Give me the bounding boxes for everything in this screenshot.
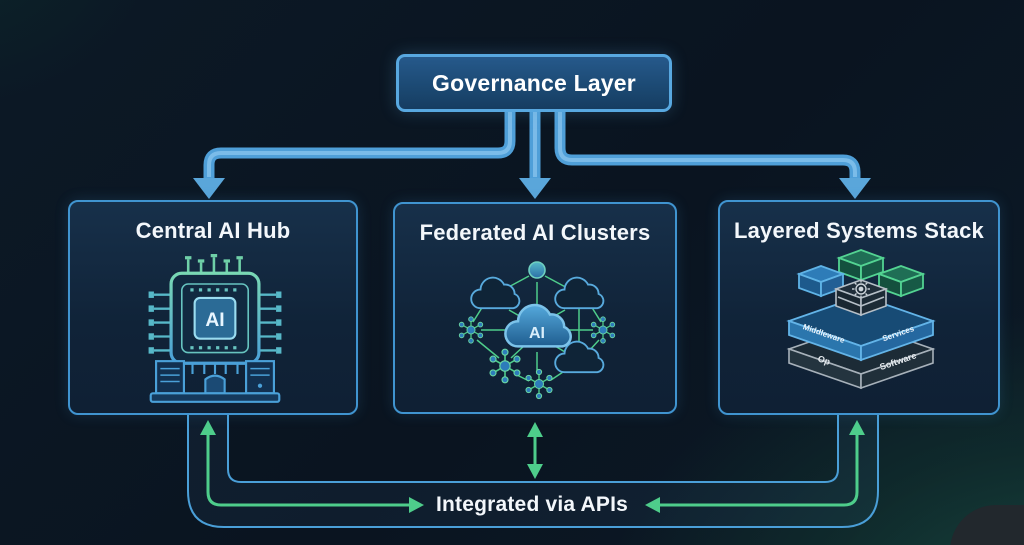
governance-layer-box: Governance Layer (396, 54, 672, 112)
governance-to-hub-arrow-line (203, 112, 516, 179)
corner-decoration (950, 505, 1024, 545)
chip-ai-label: AI (205, 310, 224, 331)
governance-to-hub-arrowhead (193, 178, 225, 199)
cloud-node (470, 276, 521, 310)
gear-icon (852, 280, 870, 298)
central-ai-hub-box: Central AI Hub (68, 200, 358, 415)
layered-systems-stack-box: Layered Systems Stack Op Software Middle… (718, 200, 1000, 415)
api-up-arrowhead-right (849, 420, 865, 435)
api-up-arrowhead-left (200, 420, 216, 435)
cloud-node (554, 276, 605, 310)
federated-ai-clusters-title: Federated AI Clusters (419, 220, 651, 245)
api-mid-up-arrowhead (527, 422, 543, 437)
arrow-highlight (207, 112, 512, 177)
middleware-layer: Middleware Services (786, 295, 936, 362)
cloud-network-icon: AI (458, 261, 616, 400)
arrow-highlight (558, 112, 857, 177)
cloud-ai-label: AI (529, 325, 545, 342)
green-cube-back (836, 249, 886, 282)
isometric-stack-icon: Op Software Middleware Services (786, 249, 936, 390)
cluster-node (590, 316, 616, 344)
governance-to-stack-arrowhead (839, 178, 871, 199)
governance-layer-label: Governance Layer (432, 69, 636, 96)
green-cube-right (876, 265, 926, 298)
governance-to-stack-arrow-line (554, 112, 861, 179)
layered-systems-stack-title: Layered Systems Stack (733, 218, 984, 243)
federated-ai-clusters-box: Federated AI Clusters (393, 202, 677, 414)
cluster-node (525, 368, 553, 400)
gear-cube (833, 279, 889, 317)
stack-label-op: Op (816, 353, 832, 367)
api-mid-down-arrowhead (527, 464, 543, 479)
cluster-node (458, 316, 484, 344)
api-to-hub-arrow-line (206, 434, 409, 507)
integration-band-label: Integrated via APIs (435, 493, 629, 516)
central-ai-hub-title: Central AI Hub (135, 218, 291, 243)
blue-cube (796, 265, 846, 298)
top-network-node (528, 261, 546, 279)
ai-chip-icon: AI (148, 254, 282, 403)
governance-to-clusters-arrowhead (519, 178, 551, 199)
api-to-stack-arrow-line (660, 434, 859, 507)
